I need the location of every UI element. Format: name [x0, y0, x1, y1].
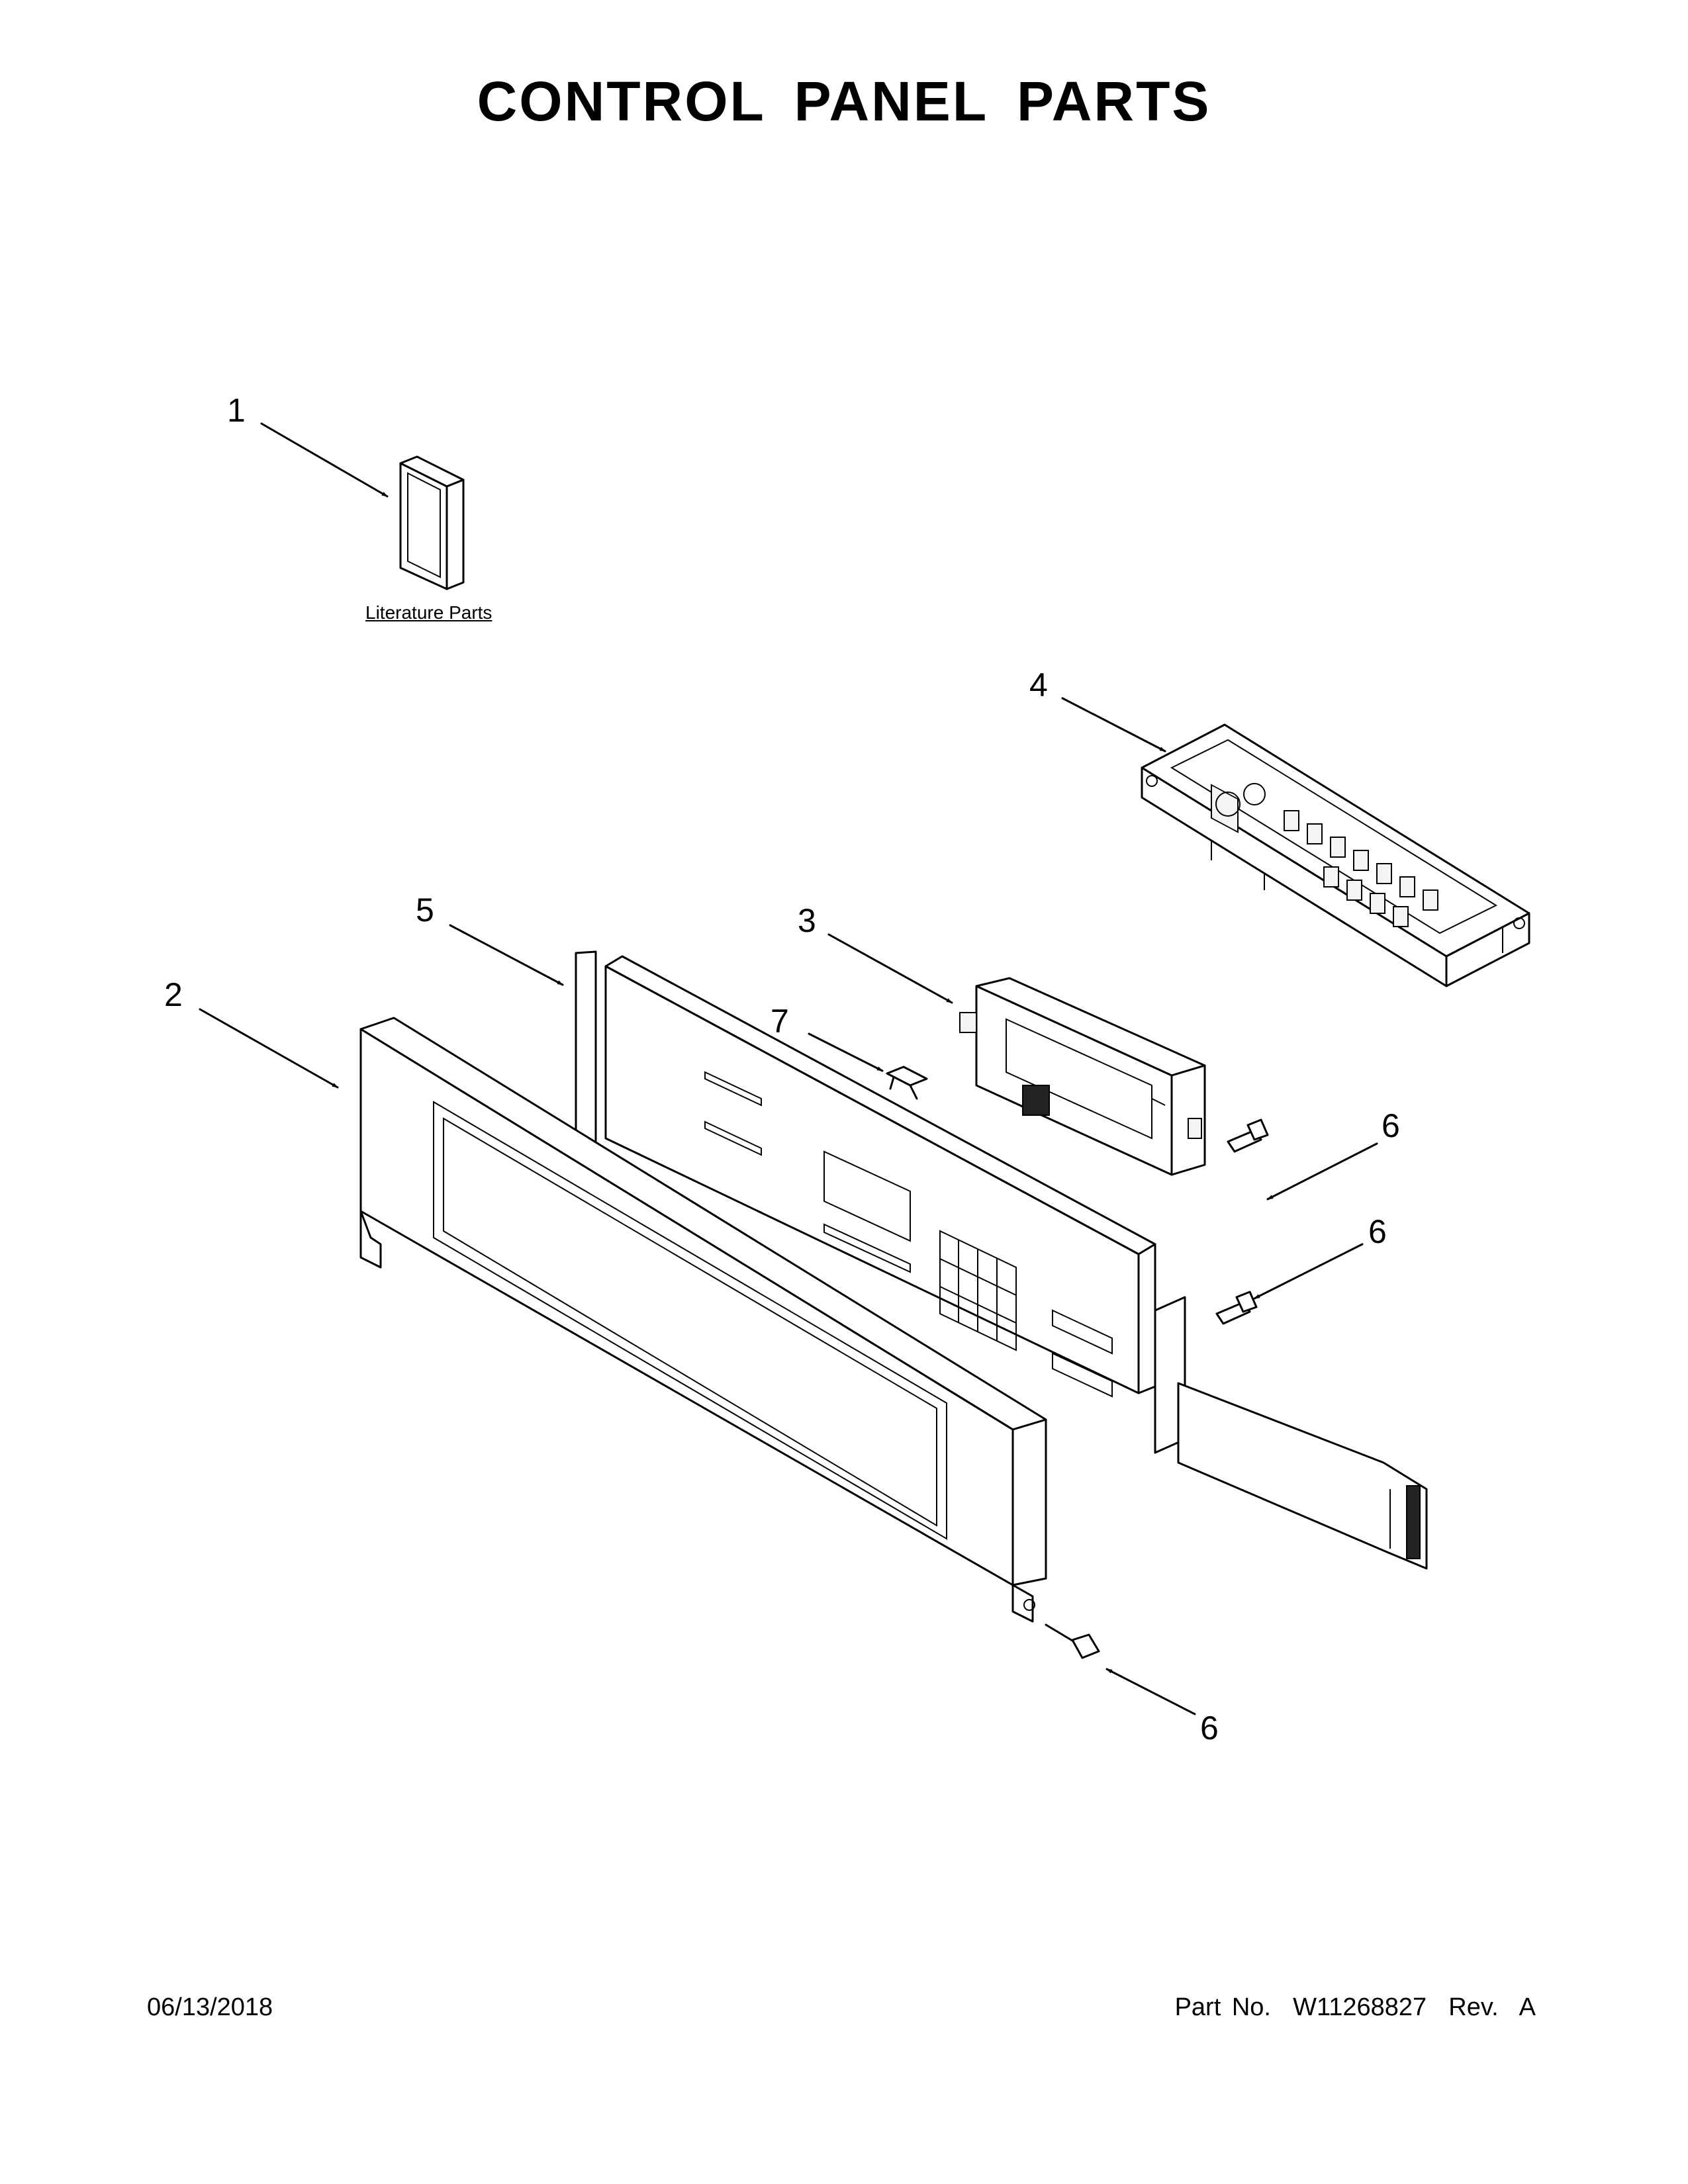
callout-4: 4: [1029, 666, 1048, 704]
leader-6-lower: [1105, 1668, 1196, 1715]
callout-5: 5: [416, 891, 434, 929]
literature-parts-label: Literature Parts: [365, 602, 492, 623]
leader-3: [827, 933, 953, 1004]
leader-7: [808, 1032, 884, 1072]
control-panel-overlay: [575, 950, 1428, 1570]
screw-upper: [1227, 1118, 1269, 1153]
ui-control-board: [959, 977, 1206, 1176]
leader-2: [199, 1008, 339, 1089]
callout-7: 7: [771, 1003, 789, 1040]
callout-2: 2: [164, 976, 183, 1013]
control-panel-frame: [359, 1017, 1047, 1623]
leader-4: [1061, 697, 1166, 752]
leader-arrows: [199, 422, 1378, 1715]
callout-6-middle: 6: [1368, 1213, 1387, 1250]
screw-middle: [1215, 1291, 1258, 1325]
callout-1: 1: [227, 392, 246, 429]
clip: [886, 1066, 928, 1100]
main-control-board: [1141, 723, 1530, 987]
leader-1: [260, 422, 389, 498]
leader-5: [449, 924, 564, 986]
callout-6-lower: 6: [1200, 1709, 1219, 1747]
callout-3: 3: [798, 902, 816, 939]
footer-part-number: Part No. W11268827 Rev. A: [1174, 1993, 1536, 2021]
screw-lower: [1045, 1623, 1100, 1659]
literature-booklet: [399, 455, 465, 590]
footer-date: 06/13/2018: [147, 1993, 273, 2021]
leader-6-middle: [1253, 1243, 1364, 1300]
callout-6-upper: 6: [1382, 1107, 1400, 1144]
leader-6-upper: [1266, 1142, 1378, 1201]
page-title: CONTROL PANEL PARTS: [477, 70, 1211, 132]
